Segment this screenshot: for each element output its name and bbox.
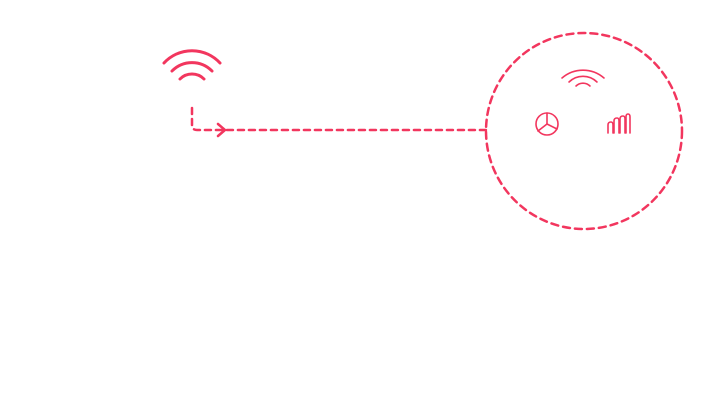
hub-wifi-icon: [561, 69, 605, 87]
arrowhead-icon: [216, 122, 227, 138]
bar-chart-icon: [607, 113, 631, 134]
hub-circle: [484, 31, 684, 231]
wifi-icon: [162, 49, 222, 81]
pie-chart-icon: [535, 112, 559, 136]
connector-line: [190, 106, 488, 132]
connector-arrow: [190, 106, 488, 138]
